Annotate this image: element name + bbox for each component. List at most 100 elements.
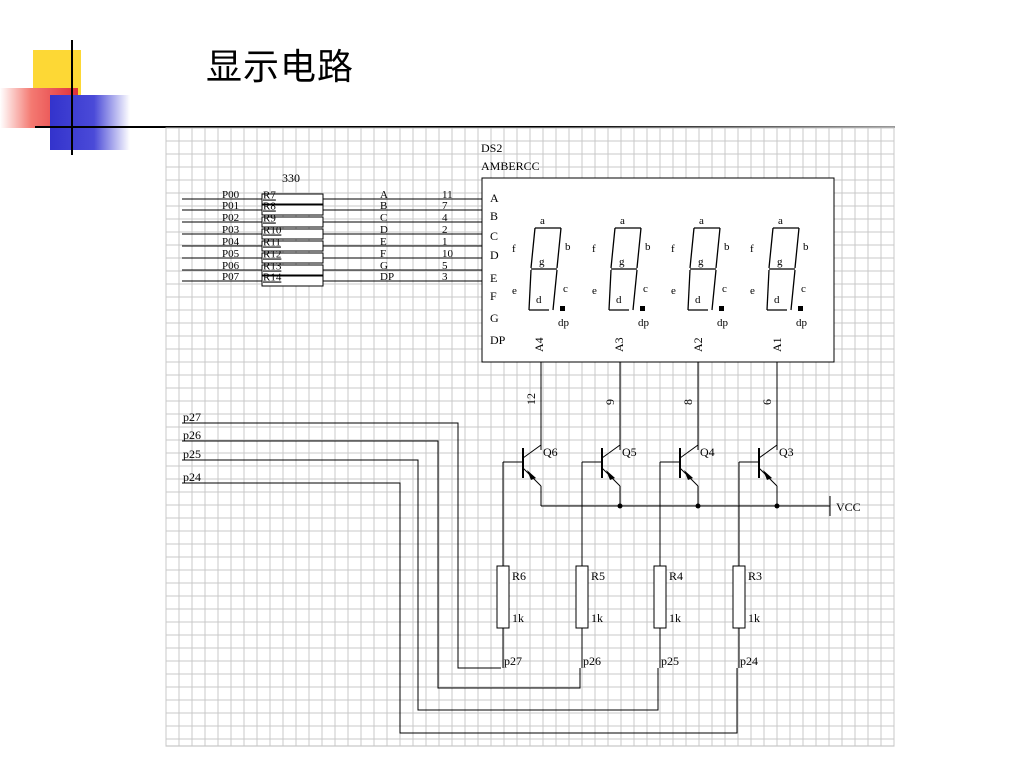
segment-letter-dp: dp xyxy=(558,317,570,329)
base-resistor-value: 1k xyxy=(512,611,524,625)
segment-letter-c: c xyxy=(801,283,806,295)
decor-blue-bar xyxy=(50,95,130,150)
common-pin-number: 8 xyxy=(681,399,695,405)
driver-input-label: p24 xyxy=(183,470,201,484)
display-segment-pin: F xyxy=(490,289,497,303)
segment-letter-e: e xyxy=(671,285,676,297)
segment-letter-f: f xyxy=(592,243,596,255)
segment-net-label: F xyxy=(380,248,386,260)
segment-pin-number: 7 xyxy=(442,200,448,212)
transistor-arrow xyxy=(684,470,693,480)
segment-resistor-label: R10 xyxy=(263,225,282,237)
segment-pin-number: 5 xyxy=(442,260,448,272)
transistor-collector xyxy=(601,444,621,459)
common-pin-number: 9 xyxy=(603,399,617,405)
base-resistor-body xyxy=(732,565,746,629)
common-pin-number: 12 xyxy=(524,393,538,405)
base-resistor-body xyxy=(496,565,510,629)
display-ref-ds2: DS2 xyxy=(481,141,502,155)
transistor-label: Q6 xyxy=(543,445,558,459)
segment-resistor-label: R12 xyxy=(263,249,281,261)
segment-letter-c: c xyxy=(643,283,648,295)
schematic-wires xyxy=(182,198,831,734)
display-segment-pin: DP xyxy=(490,333,506,347)
transistor-collector xyxy=(522,444,542,459)
segment-port-label: P07 xyxy=(222,271,240,283)
base-net-label: p25 xyxy=(661,654,679,668)
segment-resistor-body xyxy=(261,204,324,216)
display-digit xyxy=(766,227,803,311)
transistor-arrow xyxy=(527,470,536,480)
segment-net-label: G xyxy=(380,260,388,272)
decor-horizontal-line xyxy=(35,126,895,128)
segment-letter-a: a xyxy=(540,215,545,227)
base-resistor-body xyxy=(653,565,667,629)
segment-resistor-body xyxy=(261,252,324,264)
segment-letter-d: d xyxy=(695,294,701,306)
segment-letter-a: a xyxy=(620,215,625,227)
segment-letter-g: g xyxy=(777,256,783,268)
segment-resistor-label: R9 xyxy=(263,213,276,225)
base-resistor-value: 1k xyxy=(748,611,760,625)
segment-pin-number: 1 xyxy=(442,236,448,248)
junction-dot xyxy=(695,503,701,509)
display-segment-pin: A xyxy=(490,191,499,205)
base-net-label: p26 xyxy=(583,654,601,668)
segment-resistor-label: R14 xyxy=(263,272,282,284)
display-segment-pin: E xyxy=(490,271,497,285)
base-net-label: p27 xyxy=(504,654,522,668)
slide-title: 显示电路 xyxy=(206,47,355,88)
base-net-label: p24 xyxy=(740,654,758,668)
segment-port-label: P06 xyxy=(222,260,240,272)
driver-input-label: p26 xyxy=(183,428,201,442)
junction-dot xyxy=(617,503,623,509)
display-digit xyxy=(608,227,645,311)
transistor-collector xyxy=(679,444,699,459)
segment-net-label: C xyxy=(380,212,387,224)
digit-label: A1 xyxy=(770,337,784,352)
segment-pin-number: 2 xyxy=(442,224,448,236)
driver-input-wire xyxy=(182,422,501,669)
digit-label: A3 xyxy=(612,337,626,352)
segment-net-label: D xyxy=(380,224,388,236)
segment-resistor-label: R8 xyxy=(263,201,276,213)
vcc-label: VCC xyxy=(836,500,861,514)
segment-letter-b: b xyxy=(565,241,571,253)
segment-net-label: E xyxy=(380,236,387,248)
driver-input-wire xyxy=(182,482,738,734)
segment-letter-b: b xyxy=(803,241,809,253)
decor-vertical-line xyxy=(71,40,73,155)
segment-port-label: P05 xyxy=(222,248,240,260)
segment-letter-d: d xyxy=(774,294,780,306)
schematic-parts xyxy=(261,177,835,629)
base-resistor-label: R6 xyxy=(512,569,526,583)
common-pin-number: 6 xyxy=(760,399,774,405)
segment-port-label: P03 xyxy=(222,224,240,236)
display-digit xyxy=(528,227,565,311)
junction-dot xyxy=(774,503,780,509)
display-digit xyxy=(687,227,724,311)
segment-letter-d: d xyxy=(536,294,542,306)
digit-label: A2 xyxy=(691,337,705,352)
base-resistor-label: R4 xyxy=(669,569,683,583)
segment-resistor-body xyxy=(261,264,324,276)
segment-letter-d: d xyxy=(616,294,622,306)
transistor-arrow xyxy=(606,470,615,480)
segment-letter-g: g xyxy=(619,256,625,268)
digit-label: A4 xyxy=(532,337,546,352)
base-resistor-body xyxy=(575,565,589,629)
display-segment-pin: G xyxy=(490,311,499,325)
segment-resistor-body xyxy=(261,275,324,287)
seven-segment-display xyxy=(481,177,835,363)
segment-resistor-label: R11 xyxy=(263,237,281,249)
segment-port-label: P02 xyxy=(222,212,239,224)
driver-input-label: p25 xyxy=(183,447,201,461)
segment-letter-e: e xyxy=(512,285,517,297)
display-segment-pin: B xyxy=(490,209,498,223)
segment-letter-dp: dp xyxy=(638,317,650,329)
segment-port-label: P00 xyxy=(222,189,240,201)
segment-resistor-label: R13 xyxy=(263,261,282,273)
resistor-value-330: 330 xyxy=(282,171,300,185)
